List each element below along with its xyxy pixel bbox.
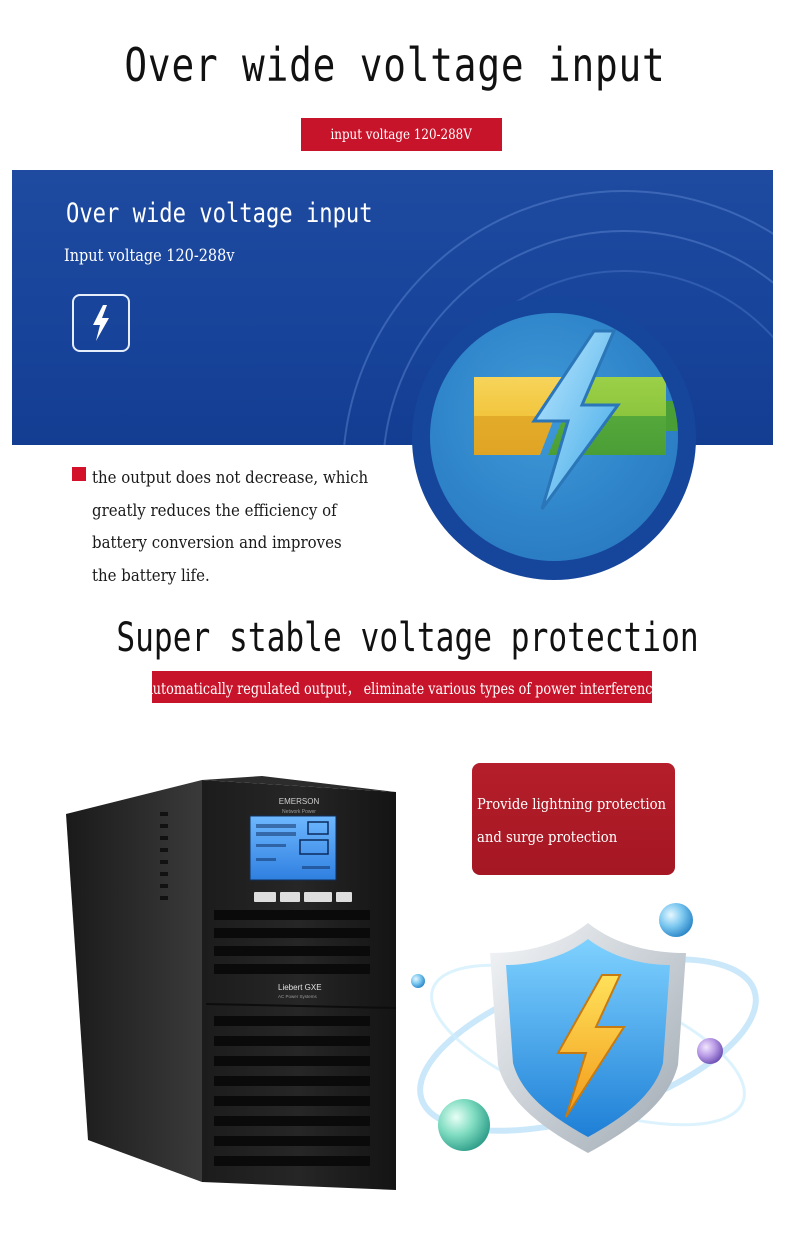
- lightning-bolt-icon: [72, 294, 130, 352]
- on-mute-button: [254, 892, 276, 902]
- ups-tower-image: EMERSON Network Power Liebert GXE AC Pow…: [62, 772, 412, 1192]
- battery-description: the output does not decrease, which grea…: [92, 468, 369, 586]
- bullet-square: [72, 467, 86, 481]
- liebert-logo: Liebert GXE: [278, 983, 322, 992]
- protection-callout-text: Provide lightning protection and surge p…: [477, 795, 667, 846]
- banner-title: Over wide voltage input: [66, 198, 373, 229]
- shield-lightning-illustration: [398, 895, 778, 1175]
- emerson-logo: EMERSON: [279, 797, 320, 806]
- section-title-wide-voltage: Over wide voltage input: [124, 38, 666, 92]
- protection-callout-box: [472, 763, 675, 875]
- protection-tag: Automatically regulated output， eliminat…: [152, 671, 652, 703]
- voltage-range-tag: input voltage 120-288V: [301, 118, 502, 151]
- banner-subtitle: Input voltage 120-288v: [64, 246, 235, 266]
- svg-text:Network Power: Network Power: [282, 809, 316, 815]
- battery-charging-illustration: [430, 313, 678, 561]
- voltage-banner: Over wide voltage input Input voltage 12…: [12, 170, 773, 445]
- svg-text:AC Power Systems: AC Power Systems: [278, 994, 318, 999]
- section-title-voltage-protection: Super stable voltage protection: [116, 615, 699, 661]
